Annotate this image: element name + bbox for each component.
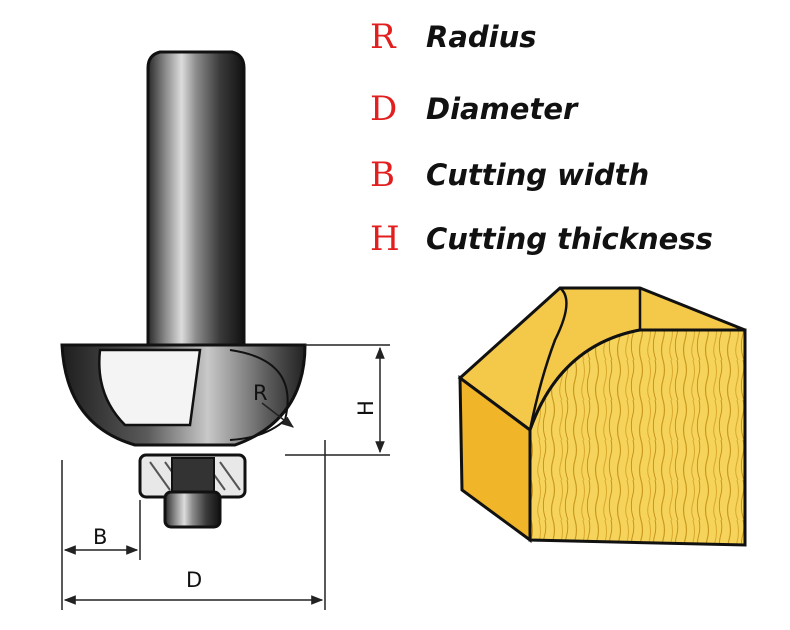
wood-front-face <box>528 328 747 547</box>
cutter-edge <box>229 349 289 441</box>
router-bit <box>60 50 307 529</box>
wood-profile <box>457 286 747 547</box>
height-label: H <box>354 400 378 416</box>
bearing-inner <box>171 457 215 495</box>
legend-letter-h: H <box>370 219 400 259</box>
legend-cutting-thickness: H Cutting thickness <box>370 214 713 264</box>
bolt <box>163 490 222 529</box>
legend-cutting-width: B Cutting width <box>370 150 649 200</box>
legend-letter-b: B <box>370 155 395 195</box>
legend-term-cutting-width: Cutting width <box>426 158 650 192</box>
shank <box>146 50 246 347</box>
legend-radius: R Radius <box>370 12 537 62</box>
width-label: B <box>93 525 107 549</box>
cutter-flute <box>98 348 202 427</box>
dimensions <box>61 344 390 610</box>
legend-diameter: D Diameter <box>370 84 577 134</box>
legend-letter-d: D <box>370 89 398 129</box>
legend-letter-r: R <box>370 17 396 57</box>
radius-label: R <box>253 381 268 405</box>
diameter-label: D <box>186 568 202 592</box>
legend-term-diameter: Diameter <box>426 92 578 126</box>
legend-term-radius: Radius <box>426 20 537 54</box>
legend-term-cutting-thickness: Cutting thickness <box>426 222 713 256</box>
radius-dimension-line <box>261 402 294 428</box>
